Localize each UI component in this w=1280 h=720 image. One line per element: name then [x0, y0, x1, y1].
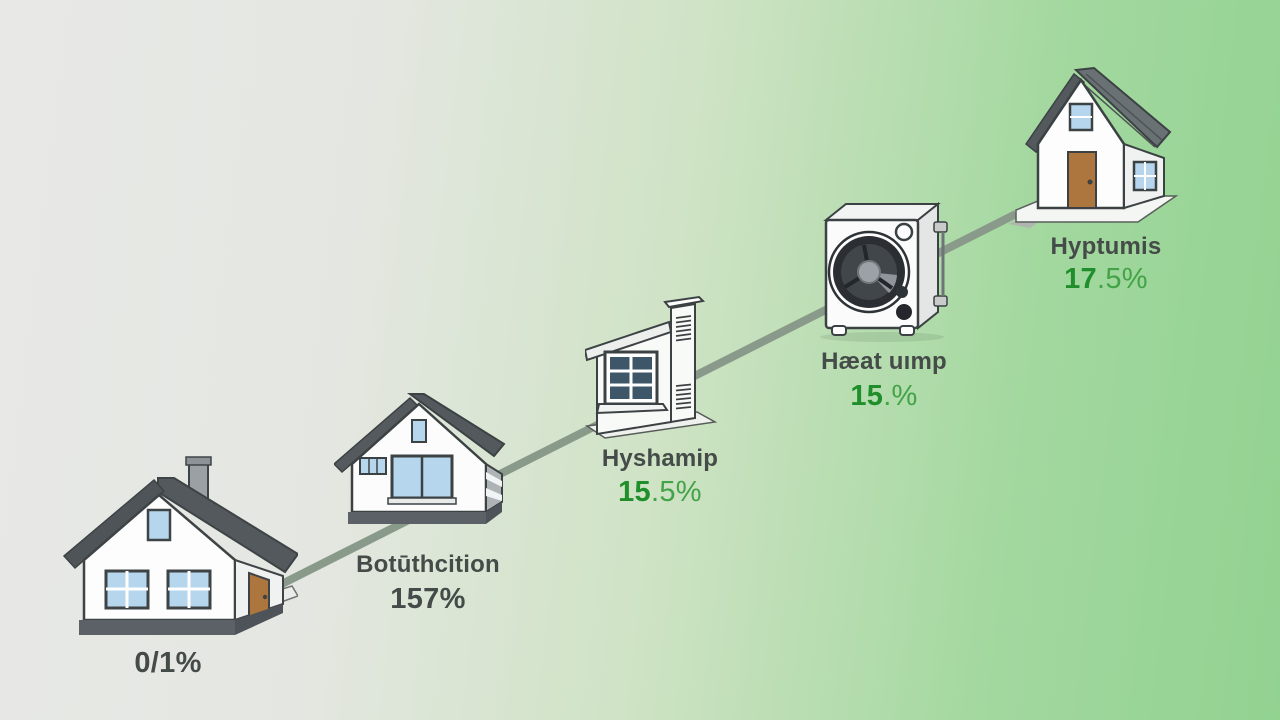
item2-percent-label: 157%	[318, 583, 538, 616]
item4-percent-label: 15.%	[774, 380, 994, 413]
house-gable-illustration	[334, 384, 506, 536]
item5-percent-label: 17.5%	[996, 263, 1216, 296]
item4-name-label: Hæat uımp	[821, 348, 947, 375]
house-small-illustration	[62, 452, 298, 644]
item5-percent-rest: .5%	[1096, 263, 1148, 295]
item4-percent-rest: .%	[883, 380, 918, 412]
item1-percent-rest: %	[175, 647, 202, 679]
item1-percent-label: 0/1%	[58, 647, 278, 680]
house-top-illustration	[1008, 60, 1190, 232]
item2-name-label: Botūthcition	[356, 551, 500, 578]
item3-name-label: Hyshamip	[601, 445, 719, 472]
heat-pump-illustration	[812, 196, 952, 346]
item3-percent-rest: .5%	[650, 476, 702, 508]
item1-percent-strong: 0/1	[134, 647, 176, 679]
item5-percent-strong: 17	[1064, 263, 1097, 295]
item4-percent-strong: 15	[850, 380, 884, 412]
wall-section-illustration	[585, 286, 727, 444]
item5-name-label: Hyptumis	[1050, 233, 1162, 260]
item3-percent-label: 15.5%	[550, 476, 770, 509]
item2-percent-strong: 157	[390, 583, 440, 615]
item2-percent-rest: %	[439, 583, 466, 615]
item3-percent-strong: 15	[618, 476, 651, 508]
